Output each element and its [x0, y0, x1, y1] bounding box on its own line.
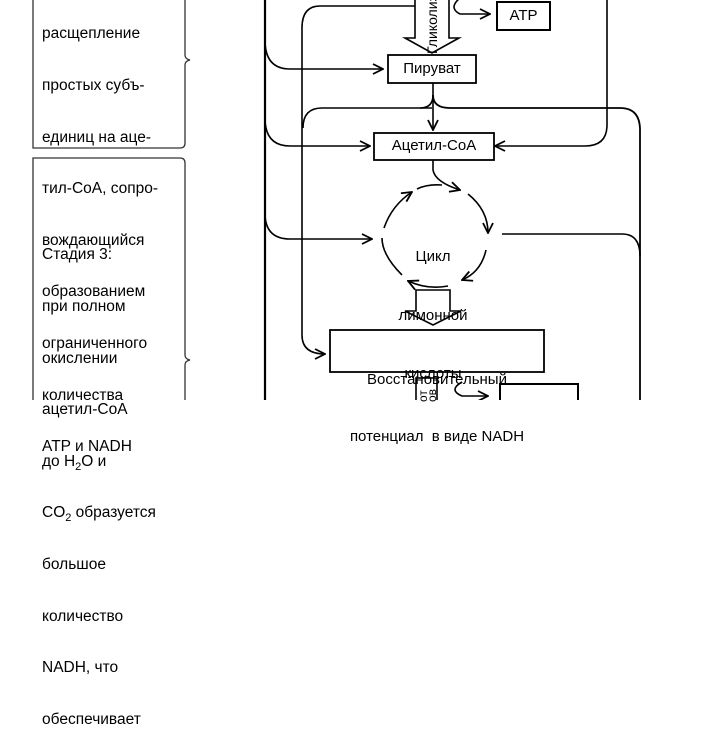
cycle-to-nadh-arrow: [404, 289, 462, 326]
cycle-arc-right-bottom: [462, 249, 487, 280]
stage2-line: образованием: [42, 283, 146, 301]
co2-suffix: образуется: [71, 504, 156, 522]
stage2-line: расщепление: [42, 25, 141, 43]
cycle-arc-left-top: [383, 192, 412, 229]
citric-cycle-label: Цикл лимонной кислоты: [393, 208, 473, 403]
inner-line-mid: [302, 107, 432, 129]
stage2-line: вождающийся: [42, 231, 145, 249]
acetyl-coa-to-cycle-arrow: [432, 160, 460, 190]
cycle-arc-right-top: [467, 193, 488, 233]
feed-arrow-to-pyruvate: [264, 39, 383, 69]
stage2-line: ограниченного: [42, 335, 148, 353]
citric-cycle-line: кислоты: [404, 365, 462, 382]
pyruvate-branch-right: [432, 94, 641, 400]
cycle-arc-bottom: [408, 281, 449, 287]
stage2-bracket: [32, 0, 191, 149]
atp-label: ATP: [509, 7, 538, 24]
stage3-bracket: [32, 157, 191, 400]
nadh-line: Восстановительный: [367, 371, 507, 388]
stage3-line: NADH, что: [42, 659, 119, 677]
bottom-side-arrow: [454, 381, 488, 396]
stage3-co2-line: CO2 образуется: [42, 504, 156, 524]
stage2-line: простых субъ-: [42, 77, 145, 95]
bottom-vertical-label-2: ов: [425, 388, 439, 402]
stage3-title: Стадия 3:: [42, 246, 113, 264]
stage3-line: обеспечивает: [42, 710, 141, 728]
citric-cycle-line: лимонной: [398, 306, 468, 324]
co2-prefix: CO: [42, 504, 66, 522]
acetyl-coa-box: [373, 132, 495, 161]
glycolysis-label: Гликолиз: [424, 0, 440, 54]
stage3-line: количество: [42, 607, 124, 625]
acetyl-coa-label: Ацетил-CoA: [391, 137, 477, 154]
atp-box: [496, 1, 551, 31]
stage3-description: Стадия 3: при полном окислении ацетил-Co…: [42, 212, 156, 745]
metabolism-stages-diagram: [32, 0, 641, 400]
nadh-potential-box: [329, 329, 545, 373]
h2o-suffix: O и: [81, 452, 107, 470]
stage2-line: тил-CoA, сопро-: [42, 180, 159, 198]
stage2-line: количества: [42, 386, 124, 404]
stage3-line: ацетил-CoA: [42, 401, 128, 419]
nadh-line: потенциал в виде NADH: [349, 428, 525, 445]
citric-cycle-line: Цикл: [415, 248, 451, 265]
inner-line-top: [301, 5, 415, 354]
stage2-line: единиц на аце-: [42, 128, 151, 146]
pyruvate-label: Пируват: [403, 60, 461, 77]
citric-cycle-ring: [381, 184, 488, 287]
stage3-h2o-line: до H2O и: [42, 452, 156, 473]
bottom-vertical-box: [415, 377, 438, 400]
stage3-line: окислении: [42, 349, 118, 367]
stage3-line: при полном: [42, 298, 126, 316]
cycle-arc-left: [381, 237, 403, 276]
stage3-line: большое: [42, 556, 106, 574]
cycle-to-right-line: [502, 233, 641, 257]
feed-arrow-to-acetyl-coa: [264, 117, 370, 146]
pyruvate-box: [387, 54, 477, 84]
glycolysis-arrow: [401, 0, 463, 54]
feed-arrow-to-citric-cycle: [264, 212, 372, 239]
atp-side-arrow: [453, 0, 490, 14]
right-line-to-acetyl-coa: [495, 0, 608, 146]
pyruvate-branch-left: [419, 94, 434, 109]
bottom-output-box: [499, 383, 579, 400]
h2o-prefix: до H: [42, 452, 76, 470]
